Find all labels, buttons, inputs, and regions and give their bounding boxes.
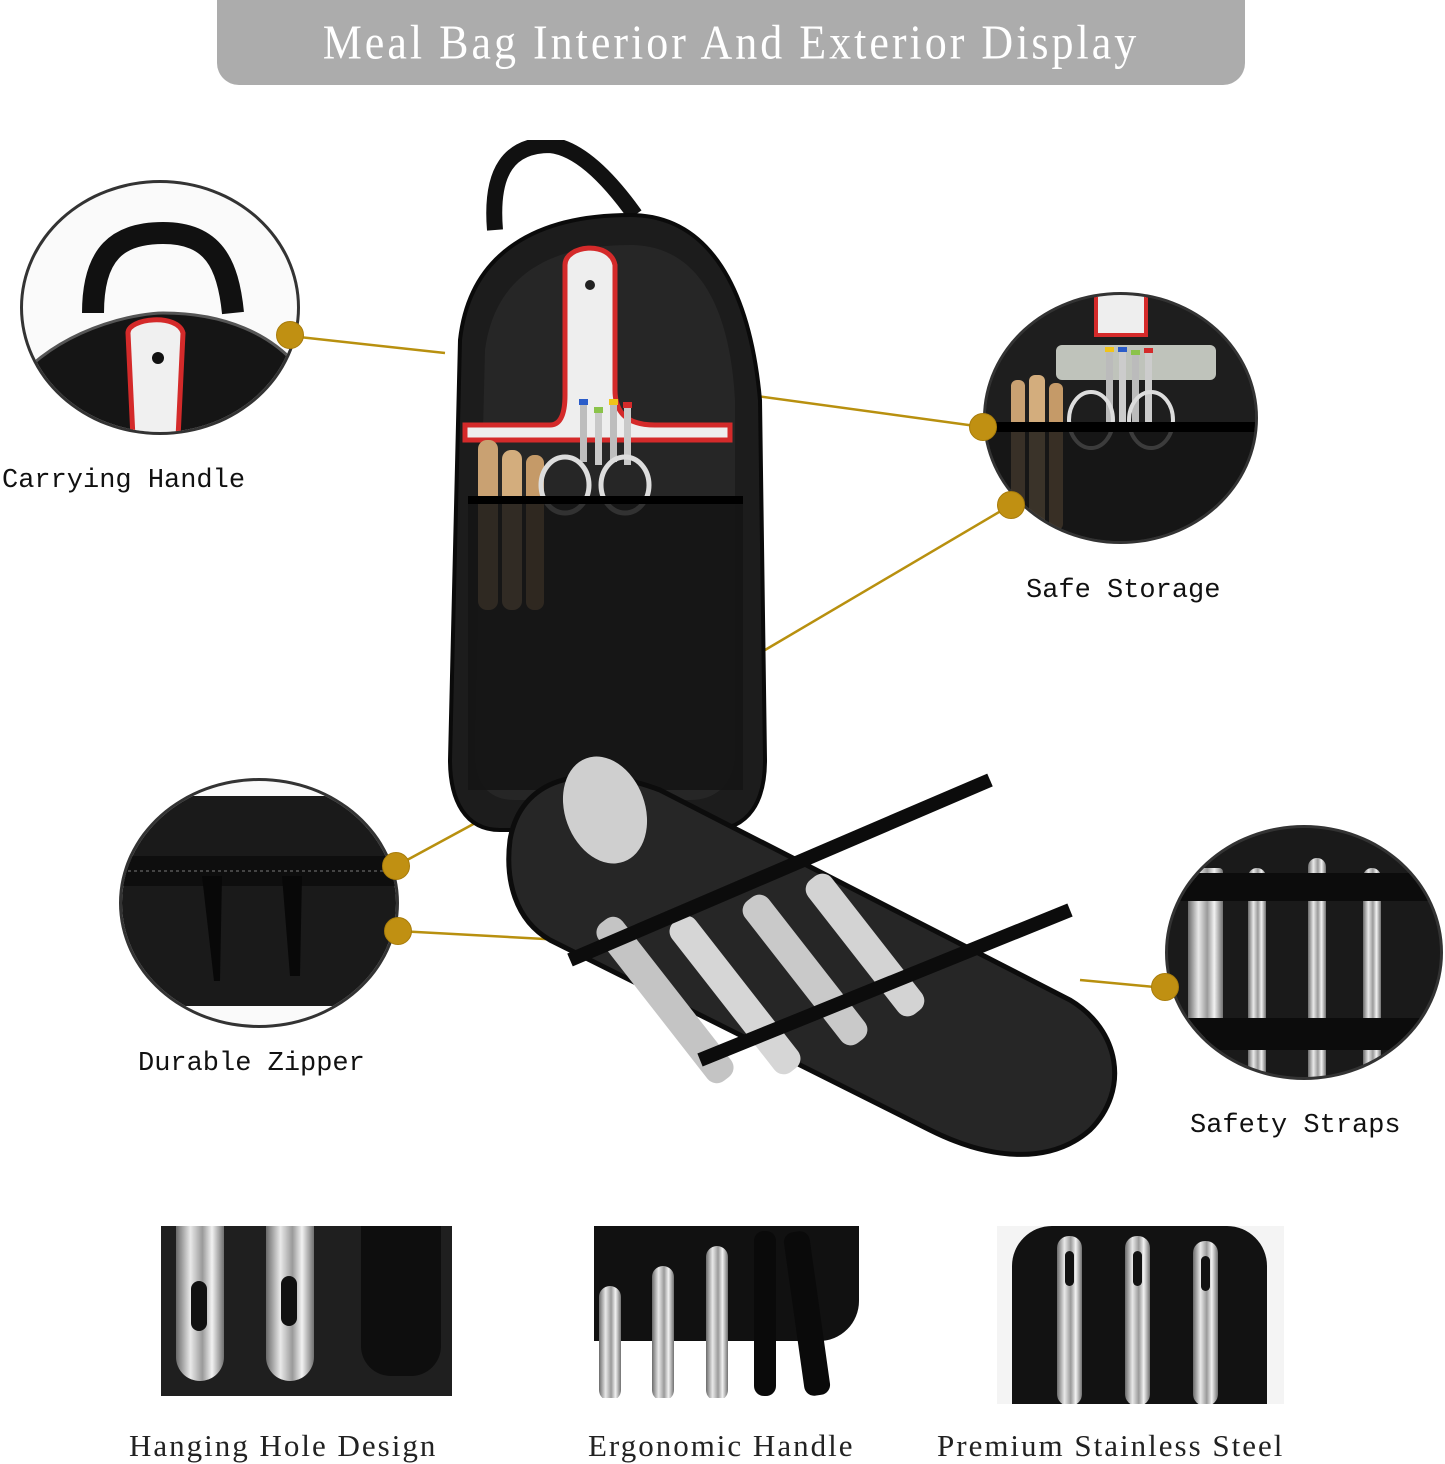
- callout-label-safety-straps: Safety Straps: [1190, 1111, 1401, 1141]
- feature-image-ergonomic-handle: [594, 1226, 875, 1398]
- meal-bag-image: [447, 140, 1118, 1157]
- callout-circle-durable-zipper: [119, 778, 399, 1028]
- callout-circle-safety-straps: [1165, 825, 1443, 1080]
- callout-label-durable-zipper: Durable Zipper: [138, 1049, 365, 1079]
- title-banner: Meal Bag Interior And Exterior Display: [217, 0, 1245, 85]
- feature-label-hanging-hole: Hanging Hole Design: [129, 1428, 438, 1463]
- connector-dot: [276, 321, 304, 349]
- feature-image-stainless-steel: [997, 1226, 1284, 1404]
- callout-label-safe-storage: Safe Storage: [1026, 576, 1221, 606]
- banner-title: Meal Bag Interior And Exterior Display: [322, 15, 1140, 70]
- connector-dot: [969, 413, 997, 441]
- connector-dot: [382, 852, 410, 880]
- callout-circle-carrying-handle: [20, 180, 300, 435]
- feature-label-stainless-steel: Premium Stainless Steel: [937, 1428, 1285, 1463]
- connector-dot: [384, 917, 412, 945]
- connector-dot: [997, 491, 1025, 519]
- feature-image-hanging-hole: [161, 1226, 452, 1396]
- feature-label-ergonomic-handle: Ergonomic Handle: [588, 1428, 855, 1463]
- connector-dot: [1151, 973, 1179, 1001]
- callout-label-carrying-handle: Carrying Handle: [2, 466, 246, 496]
